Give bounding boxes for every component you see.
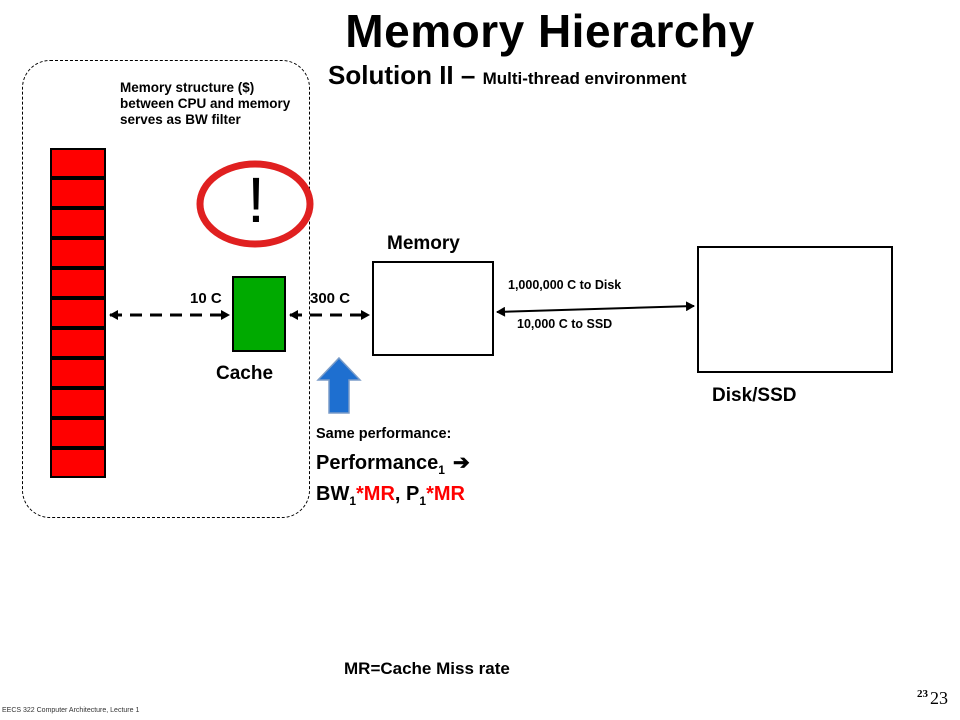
page-number: 23 (930, 688, 948, 708)
memory-disk-link (496, 301, 695, 317)
p-subscript: 1 (419, 494, 427, 508)
performance-line: Performance1 ➔ (316, 450, 470, 477)
cpu-cache-latency: 10 C (190, 290, 222, 307)
ssd-latency: 10,000 C to SSD (517, 317, 613, 331)
bw-filter-note: Memory structure ($) between CPU and mem… (120, 80, 291, 127)
page-title: Memory Hierarchy (345, 5, 755, 57)
cpu-register-cell (50, 388, 106, 418)
cpu-register-stack (50, 148, 106, 483)
disk-label: Disk/SSD (712, 385, 797, 406)
cpu-register-cell (50, 328, 106, 358)
performance-text: Performance (316, 452, 439, 474)
memory-block (372, 261, 494, 356)
subtitle-main: Solution II – (328, 60, 483, 90)
cpu-register-cell (50, 268, 106, 298)
cpu-register-cell (50, 148, 106, 178)
bw-line: BW1*MR, P1*MR (316, 483, 465, 508)
p-miss-rate: *MR (426, 483, 465, 505)
cpu-register-cell (50, 418, 106, 448)
bw-subscript: 1 (349, 494, 357, 508)
disk-ssd-block (697, 246, 893, 373)
cpu-register-cell (50, 178, 106, 208)
cpu-register-cell (50, 298, 106, 328)
cache-label: Cache (216, 363, 274, 384)
cache-memory-latency: 300 C (310, 290, 351, 307)
performance-subscript: 1 (438, 463, 445, 477)
disk-latency: 1,000,000 C to Disk (508, 278, 622, 292)
alert-circle-icon (196, 160, 314, 248)
cpu-register-cell (50, 448, 106, 478)
memory-label: Memory (387, 233, 460, 254)
cache-block (232, 276, 286, 352)
up-arrow-icon (316, 356, 362, 414)
footer-text: EECS 322 Computer Architecture, Lecture … (2, 707, 140, 714)
page-subtitle: Solution II – Multi-thread environment (328, 60, 687, 91)
p-text: P (406, 483, 420, 505)
exclamation-icon: ! (247, 164, 265, 236)
right-arrow-icon: ➔ (452, 452, 470, 474)
same-performance-heading: Same performance: (316, 426, 452, 442)
cpu-register-cell (50, 238, 106, 268)
cpu-register-cell (50, 358, 106, 388)
bw-text: BW (316, 483, 350, 505)
cpu-register-cell (50, 208, 106, 238)
cpu-cache-boundary (22, 60, 310, 518)
separator: , (394, 483, 407, 505)
bw-miss-rate: *MR (356, 483, 395, 505)
page-number-small: 23 (917, 688, 928, 700)
subtitle-small: Multi-thread environment (482, 69, 687, 88)
miss-rate-note: MR=Cache Miss rate (344, 659, 510, 678)
